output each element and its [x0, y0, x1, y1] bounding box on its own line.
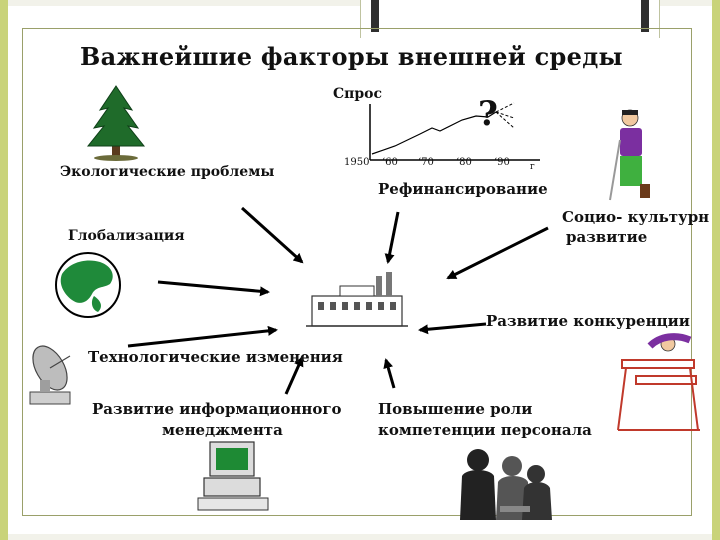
factor-socio-line1: Социо- культурн	[562, 208, 710, 226]
factor-personnel-line2: компетенции персонала	[378, 421, 592, 439]
factor-socio-line2: развитие	[566, 228, 648, 246]
factory-icon	[306, 272, 408, 327]
tick-label-90: ‘90	[494, 157, 510, 168]
arrow-technology	[127, 325, 278, 348]
factor-ecology: Экологические проблемы	[60, 164, 275, 180]
tab-left-mark	[371, 0, 379, 32]
factor-info-line1: Развитие информационного	[92, 400, 342, 418]
globe-icon	[55, 252, 121, 318]
right-accent-bar	[712, 0, 720, 540]
chart-ylabel: Спрос	[333, 86, 383, 102]
factor-competition: Развитие конкуренции	[486, 312, 690, 330]
people-icon	[460, 449, 552, 520]
arrows	[127, 206, 549, 395]
factor-personnel-line1: Повышение роли	[378, 400, 533, 418]
factor-technology: Технологические изменения	[88, 348, 343, 366]
inner-frame	[22, 28, 692, 516]
tick-label-year: г	[530, 162, 535, 172]
tick-label-80: ‘80	[456, 157, 472, 168]
arrow-refinancing	[384, 211, 400, 264]
top-tab	[360, 0, 660, 38]
arrow-competition	[418, 322, 487, 335]
satellite-dish-icon	[29, 345, 71, 405]
forecast-question-mark: ?	[478, 94, 498, 134]
forecast-lines	[495, 102, 515, 129]
demand-line	[371, 111, 497, 155]
arrow-info	[284, 356, 304, 395]
factor-refinancing: Рефинансирование	[378, 180, 548, 198]
golfer-icon	[609, 109, 650, 201]
slide-title: Важнейшие факторы внешней среды	[80, 42, 623, 71]
tab-right-mark	[641, 0, 649, 32]
demand-chart	[369, 102, 540, 161]
hurdler-icon	[617, 333, 700, 431]
arrow-ecology	[240, 206, 304, 264]
arrow-personnel	[383, 358, 396, 389]
arrow-globalization	[157, 280, 270, 297]
tick-label-1950: 1950	[344, 157, 370, 168]
left-accent-bar	[0, 0, 8, 540]
factor-info-line2: менеджмента	[162, 421, 283, 439]
tree-icon	[86, 85, 146, 161]
computer-icon	[197, 441, 269, 511]
factor-globalization: Глобализация	[68, 228, 185, 244]
tick-label-60: ‘60	[382, 157, 398, 168]
arrow-socio	[446, 226, 549, 280]
tick-label-70: ‘70	[418, 157, 434, 168]
